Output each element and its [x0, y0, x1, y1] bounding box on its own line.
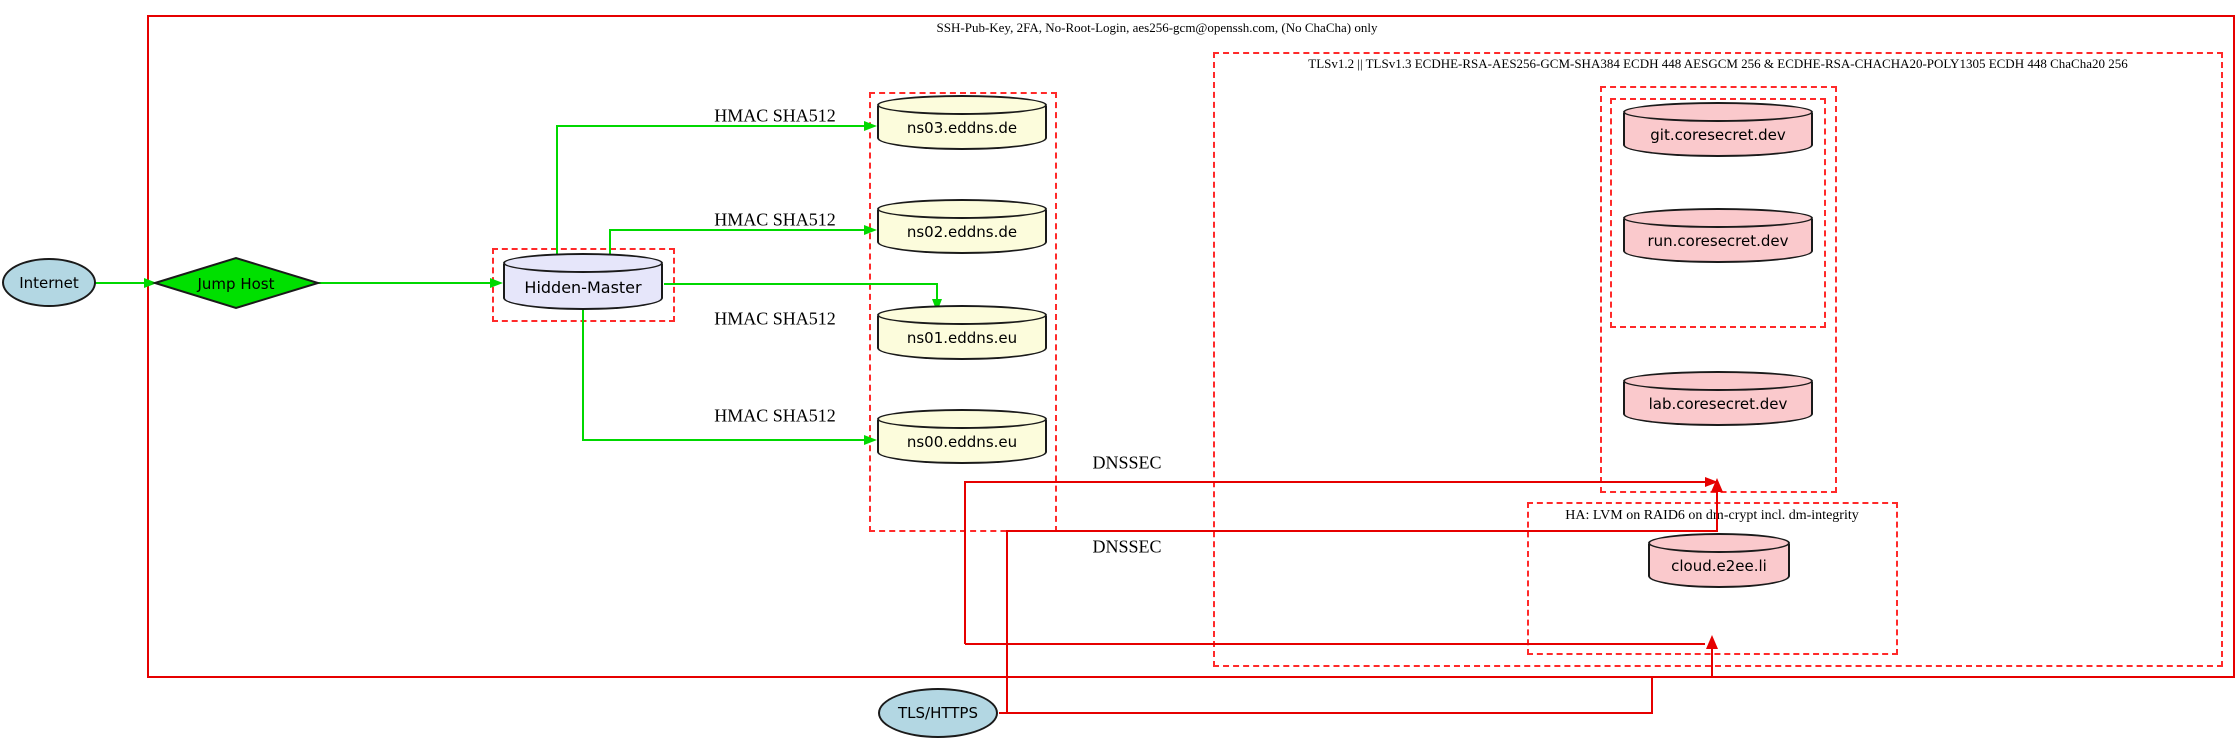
- ssh-cluster-box: [147, 15, 2235, 678]
- arrow-dnssec-to-coresecret-side: [1705, 477, 1718, 487]
- jump-host-label: Jump Host: [197, 275, 275, 293]
- hmac-label-2: HMAC SHA512: [714, 209, 836, 230]
- ns03-label: ns03.eddns.de: [906, 119, 1018, 137]
- node-hidden-master: Hidden-Master: [503, 253, 663, 310]
- ns02-label: ns02.eddns.de: [906, 223, 1018, 241]
- run-label: run.coresecret.dev: [1647, 232, 1789, 250]
- dns-cluster-box: [869, 92, 1057, 532]
- node-ns00: ns00.eddns.eu: [877, 409, 1047, 464]
- node-ns02: ns02.eddns.de: [877, 199, 1047, 254]
- jump-host-diamond: [151, 256, 322, 310]
- node-run: run.coresecret.dev: [1623, 208, 1813, 263]
- arrow-internet-to-jumphost: [144, 278, 157, 288]
- tls-https-label: TLS/HTTPS: [897, 704, 978, 722]
- arrow-up-to-coresecret: [1711, 478, 1723, 492]
- tls-cluster-box: [1213, 52, 2223, 667]
- node-cloud: cloud.e2ee.li: [1648, 533, 1790, 588]
- arrow-to-ns02: [864, 225, 877, 235]
- node-internet: Internet: [2, 258, 96, 307]
- hmac-label-1: HMAC SHA512: [714, 105, 836, 126]
- arrow-to-ns00: [864, 435, 877, 445]
- node-tls-https: TLS/HTTPS: [878, 688, 998, 738]
- ssh-cluster-label: SSH-Pub-Key, 2FA, No-Root-Login, aes256-…: [936, 20, 1378, 35]
- ns00-label: ns00.eddns.eu: [906, 433, 1018, 451]
- dnssec-label-2: DNSSEC: [1092, 536, 1162, 557]
- node-ns01: ns01.eddns.eu: [877, 305, 1047, 360]
- arrow-jumphost-to-hiddenmaster: [490, 278, 503, 288]
- hmac-label-4: HMAC SHA512: [714, 405, 836, 426]
- node-git: git.coresecret.dev: [1623, 102, 1813, 157]
- ha-cluster-label: HA: LVM on RAID6 on dm-crypt incl. dm-in…: [1565, 508, 1859, 523]
- internet-label: Internet: [19, 273, 79, 292]
- dnssec-label-1: DNSSEC: [1092, 452, 1162, 473]
- node-lab: lab.coresecret.dev: [1623, 371, 1813, 426]
- tls-cluster-label: TLSv1.2 || TLSv1.3 ECDHE-RSA-AES256-GCM-…: [1308, 56, 2128, 71]
- git-label: git.coresecret.dev: [1650, 126, 1786, 144]
- arrow-to-ns03: [864, 121, 877, 131]
- ns01-label: ns01.eddns.eu: [906, 329, 1018, 347]
- hidden-master-label: Hidden-Master: [524, 277, 642, 297]
- cloud-label: cloud.e2ee.li: [1671, 557, 1767, 575]
- coresecret-inner-cluster-box: [1610, 98, 1826, 328]
- hmac-label-3: HMAC SHA512: [714, 308, 836, 329]
- node-ns03: ns03.eddns.de: [877, 95, 1047, 150]
- arrow-up-to-ha: [1706, 635, 1718, 649]
- lab-label: lab.coresecret.dev: [1648, 395, 1788, 413]
